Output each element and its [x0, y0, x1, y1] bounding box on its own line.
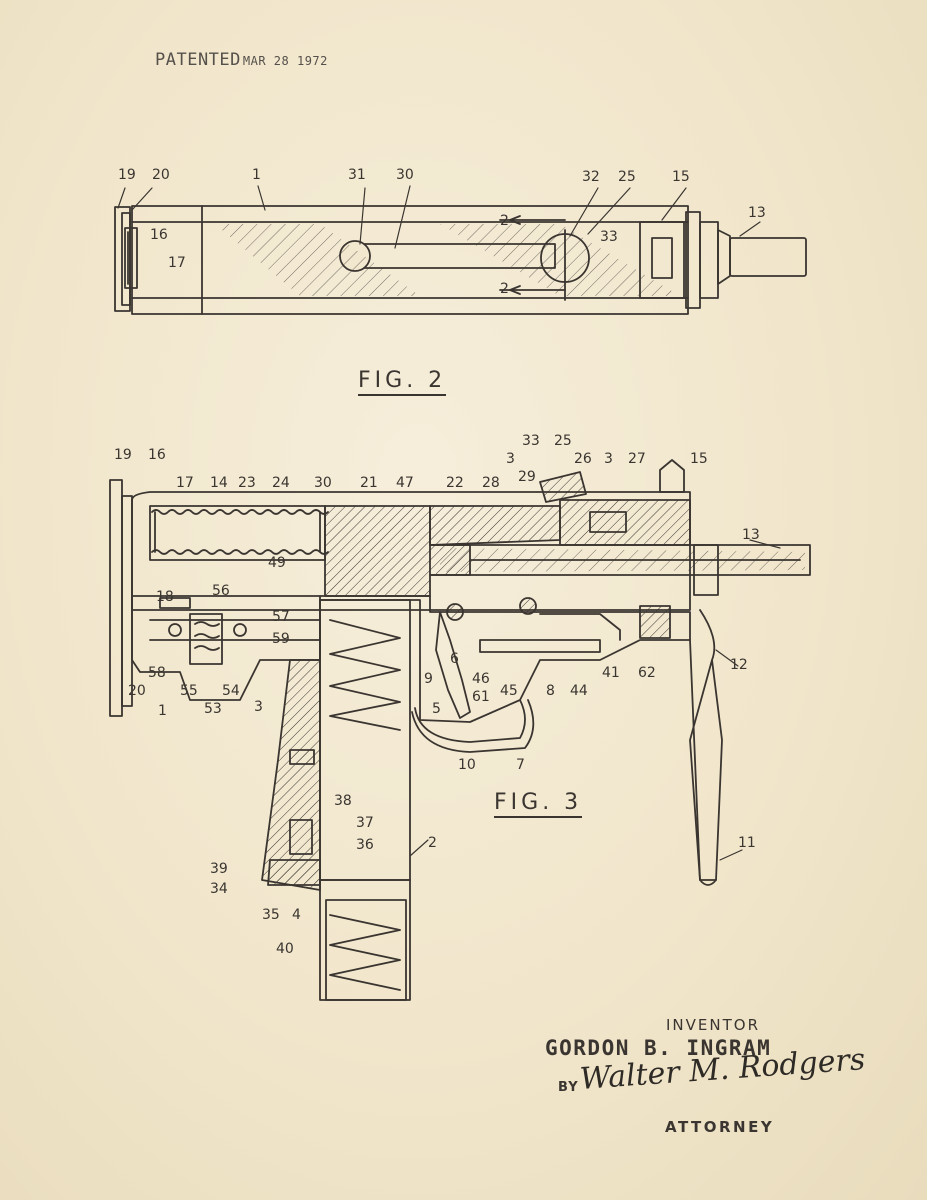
ref-numeral: 15 — [690, 451, 708, 467]
ref-numeral: 16 — [150, 227, 168, 243]
ref-numeral: 56 — [212, 583, 230, 599]
ref-numeral: 12 — [730, 657, 748, 673]
ref-numeral: 61 — [472, 689, 490, 705]
ref-numeral: 46 — [472, 671, 490, 687]
stamp-text: PATENTED — [155, 50, 241, 70]
ref-numeral: 10 — [458, 757, 476, 773]
ref-numeral: 13 — [748, 205, 766, 221]
fig3-label: FIG. 3 — [494, 790, 583, 818]
ref-numeral: 45 — [500, 683, 518, 699]
attorney-label: ATTORNEY — [665, 1118, 775, 1136]
ref-numeral: 33 — [522, 433, 540, 449]
fig3-side-section — [109, 459, 811, 1001]
ref-numeral: 2 — [428, 835, 437, 851]
ref-numeral: 2 — [500, 213, 509, 229]
ref-numeral: 19 — [114, 447, 132, 463]
ref-numeral: 15 — [672, 169, 690, 185]
ref-numeral: 25 — [618, 169, 636, 185]
ref-numeral: 31 — [348, 167, 366, 183]
stamp-date: MAR 28 1972 — [242, 54, 328, 68]
ref-numeral: 20 — [152, 167, 170, 183]
ref-numeral: 37 — [356, 815, 374, 831]
ref-numeral: 30 — [396, 167, 414, 183]
ref-numeral: 49 — [268, 555, 286, 571]
ref-numeral: 16 — [148, 447, 166, 463]
ref-numeral: 23 — [238, 475, 256, 491]
ref-numeral: 28 — [482, 475, 500, 491]
ref-numeral: 18 — [156, 589, 174, 605]
ref-numeral: 33 — [600, 229, 618, 245]
ref-numeral: 39 — [210, 861, 228, 877]
ref-numeral: 62 — [638, 665, 656, 681]
ref-numeral: 17 — [168, 255, 186, 271]
ref-numeral: 1 — [158, 703, 167, 719]
ref-numeral: 8 — [546, 683, 555, 699]
ref-numeral: 3 — [604, 451, 613, 467]
ref-numeral: 17 — [176, 475, 194, 491]
ref-numeral: 3 — [506, 451, 515, 467]
ref-numeral: 19 — [118, 167, 136, 183]
ref-numeral: 29 — [518, 469, 536, 485]
ref-numeral: 44 — [570, 683, 588, 699]
ref-numeral: 21 — [360, 475, 378, 491]
ref-numeral: 55 — [180, 683, 198, 699]
ref-numeral: 9 — [424, 671, 433, 687]
ref-numeral: 36 — [356, 837, 374, 853]
ref-numeral: 11 — [738, 835, 756, 851]
ref-numeral: 24 — [272, 475, 290, 491]
ref-numeral: 20 — [128, 683, 146, 699]
ref-numeral: 41 — [602, 665, 620, 681]
ref-numeral: 3 — [254, 699, 263, 715]
by-label: BY — [558, 1080, 579, 1095]
ref-numeral: 26 — [574, 451, 592, 467]
ref-numeral: 38 — [334, 793, 352, 809]
ref-numeral: 22 — [446, 475, 464, 491]
fig2-top-view — [114, 205, 807, 315]
ref-numeral: 30 — [314, 475, 332, 491]
ref-numeral: 14 — [210, 475, 228, 491]
ref-numeral: 54 — [222, 683, 240, 699]
ref-numeral: 53 — [204, 701, 222, 717]
ref-numeral: 57 — [272, 609, 290, 625]
ref-numeral: 13 — [742, 527, 760, 543]
ref-numeral: 40 — [276, 941, 294, 957]
ref-numeral: 5 — [432, 701, 441, 717]
ref-numeral: 35 — [262, 907, 280, 923]
ref-numeral: 27 — [628, 451, 646, 467]
inventor-name: GORDON B. INGRAM — [545, 1036, 772, 1060]
ref-numeral: 58 — [148, 665, 166, 681]
ref-numeral: 32 — [582, 169, 600, 185]
leader-lines — [117, 185, 781, 861]
ref-numeral: 6 — [450, 651, 459, 667]
ref-numeral: 47 — [396, 475, 414, 491]
ref-numeral: 59 — [272, 631, 290, 647]
ref-numeral: 4 — [292, 907, 301, 923]
ref-numeral: 1 — [252, 167, 261, 183]
ref-numeral: 25 — [554, 433, 572, 449]
ref-numeral: 34 — [210, 881, 228, 897]
fig2-label: FIG. 2 — [358, 368, 447, 396]
inventor-label: INVENTOR — [666, 1016, 760, 1034]
ref-numeral: 7 — [516, 757, 525, 773]
ref-numeral: 2 — [500, 281, 509, 297]
